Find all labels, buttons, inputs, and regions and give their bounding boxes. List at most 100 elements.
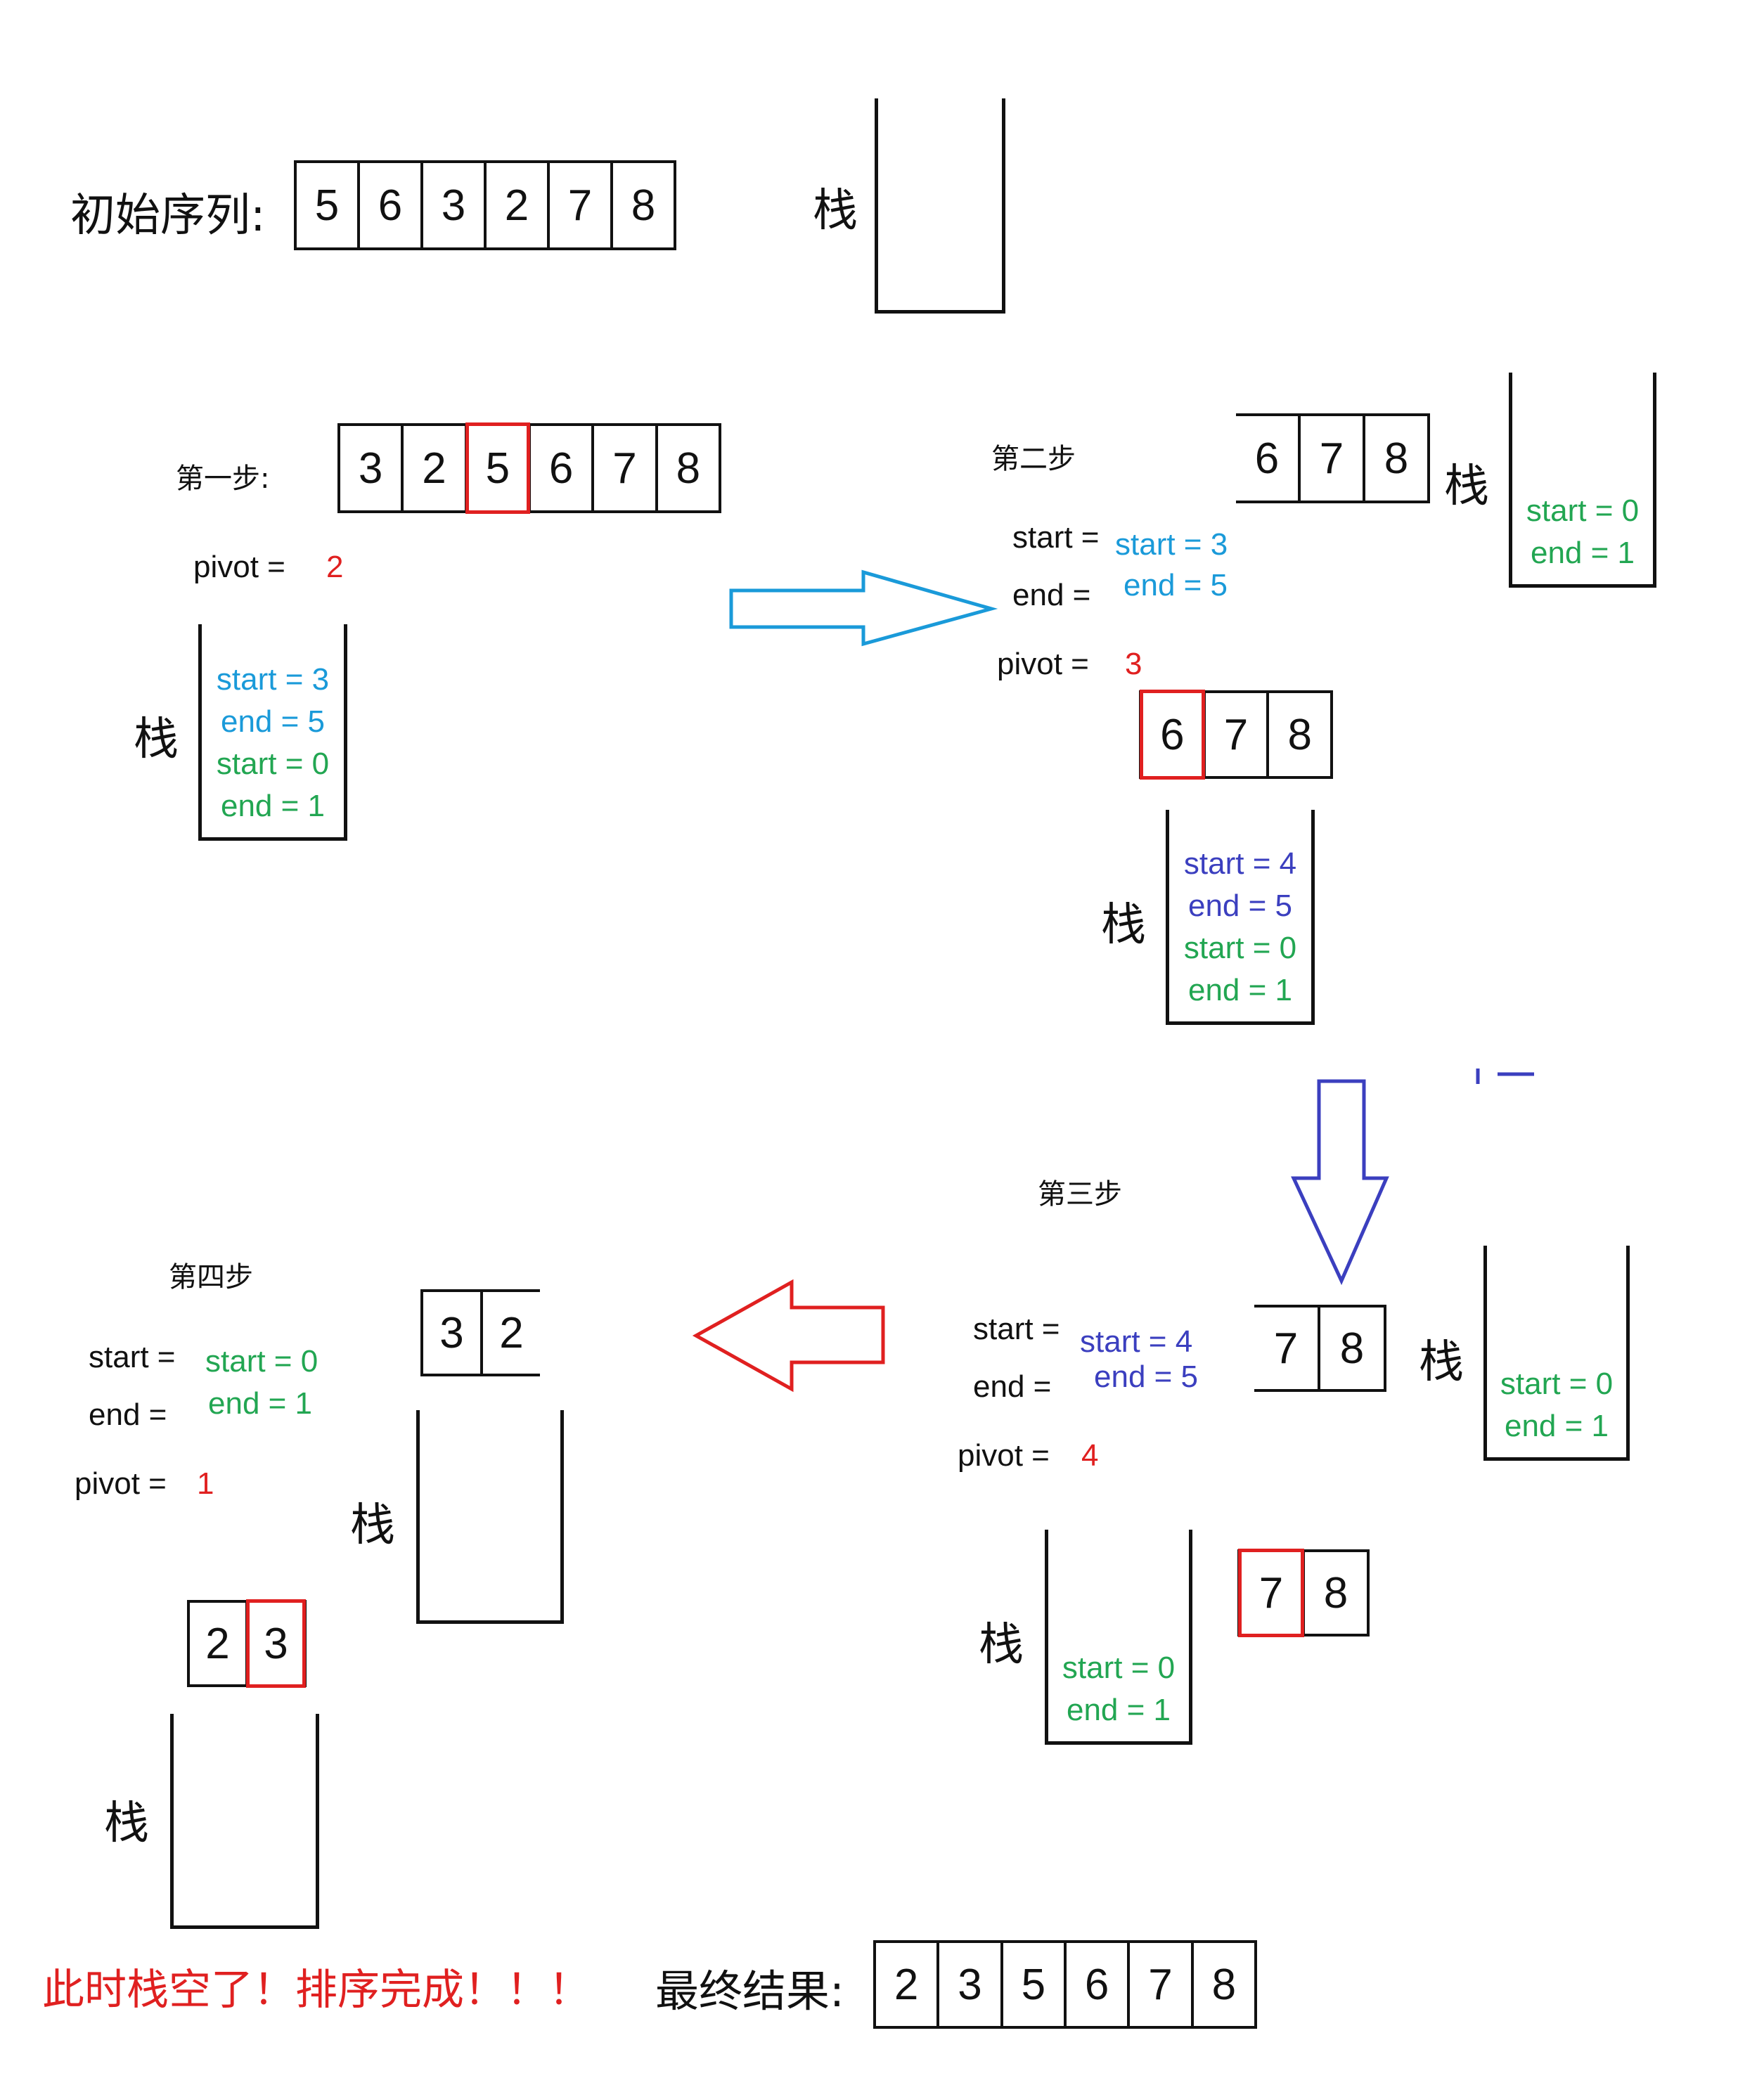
stack-entry: start = 0 [1500,1367,1614,1401]
step2-start-label: start = [1012,520,1100,555]
step2-top-stack: start = 0 end = 1 [1509,373,1656,588]
step3-top-stack: start = 0 end = 1 [1483,1246,1630,1461]
stack-entry: end = 1 [1504,1409,1609,1443]
initial-stack [875,98,1005,314]
array-cell: 8 [1287,710,1312,759]
step1-stack-label: 栈 [134,714,179,766]
done-message: 此时栈空了！排序完成！！！ [42,1965,591,2015]
arrow-left-icon [692,1279,885,1393]
array-cell: 8 [1323,1568,1348,1618]
array-cell: 8 [1211,1960,1237,2009]
step3-end-label: end = [973,1369,1052,1404]
array-cell: 3 [423,1292,483,1374]
step2-pivot-label: pivot = [997,647,1089,681]
stack-entry: start = 0 [1183,931,1297,965]
step3-top-stack-label: 栈 [1419,1336,1464,1388]
step3-start-value: start = 4 [1080,1324,1193,1359]
initial-stack-label: 栈 [813,185,858,237]
step3-title: 第三步 [1038,1178,1122,1211]
step1-title: 第一步: [176,463,270,495]
step2-end-label: end = [1012,578,1091,612]
array-cell: 2 [487,163,550,247]
step4-top-stack [416,1410,564,1624]
array-cell: 5 [1003,1943,1067,2026]
step4-end-label: end = [89,1397,167,1432]
array-cell: 8 [1339,1324,1365,1373]
stack-entry: end = 5 [1187,889,1293,923]
array-cell: 2 [876,1943,940,2026]
step3-stack-label: 栈 [979,1619,1024,1671]
stack-entry: end = 5 [220,704,326,739]
step2-stack-label: 栈 [1101,899,1146,951]
step2-pivot-value: 3 [1125,647,1142,681]
stray-mark-icon [1476,1069,1534,1084]
step1-pivot-value: 2 [326,550,344,584]
array-cell: 2 [190,1603,248,1684]
array-cell: 2 [404,426,468,510]
array-cell: 8 [676,444,701,493]
pivot-cell: 7 [1238,1549,1305,1637]
step3-start-label: start = [973,1312,1060,1346]
stack-entry: end = 1 [1066,1693,1171,1727]
step4-title: 第四步 [169,1261,253,1293]
array-cell: 6 [1236,416,1301,501]
stack-entry: end = 1 [1530,536,1635,570]
step2-start-value: start = 3 [1115,527,1228,562]
array-cell: 2 [499,1308,524,1357]
array-cell: 7 [550,163,613,247]
array-cell: 7 [594,426,658,510]
array-cell: 7 [1301,416,1365,501]
array-cell: 7 [1254,1308,1320,1389]
step2-top-stack-label: 栈 [1444,460,1489,512]
stack-entry: end = 1 [1187,973,1293,1007]
array-cell: 8 [1384,434,1409,483]
stack-entry: start = 0 [216,747,330,781]
step4-top-stack-label: 栈 [350,1499,395,1551]
step3-stack: start = 0 end = 1 [1045,1530,1192,1745]
step2-end-value: end = 5 [1124,568,1228,602]
array-cell: 3 [939,1943,1003,2026]
array-cell: 7 [1130,1943,1194,2026]
step4-stack [170,1714,319,1929]
stack-entry: start = 3 [216,662,330,697]
arrow-right-icon [729,569,998,647]
step4-start-label: start = [89,1340,176,1374]
stack-entry: start = 0 [1062,1651,1176,1685]
initial-label: 初始序列: [70,190,266,242]
step4-pivot-label: pivot = [75,1466,167,1501]
step2-title: 第二步 [991,443,1076,475]
step4-pivot-value: 1 [197,1466,214,1501]
array-cell: 3 [423,163,487,247]
step4-start-value: start = 0 [205,1344,318,1379]
stack-entry: start = 0 [1526,493,1640,528]
array-cell: 3 [340,426,404,510]
array-cell: 7 [1206,693,1270,776]
step1-stack: start = 3 end = 5 start = 0 end = 1 [198,624,347,841]
step3-pivot-label: pivot = [958,1438,1050,1473]
arrow-down-icon [1291,1079,1389,1286]
array-cell: 5 [297,163,360,247]
step4-stack-label: 栈 [104,1797,149,1850]
pivot-cell: 5 [465,422,531,514]
array-cell: 6 [1067,1943,1131,2026]
array-cell: 8 [631,181,656,230]
stack-entry: end = 1 [220,789,326,823]
step1-pivot-label: pivot = [193,550,285,584]
step3-pivot-value: 4 [1081,1438,1099,1473]
pivot-cell: 6 [1140,690,1206,780]
array-cell: 6 [360,163,423,247]
step3-end-value: end = 5 [1094,1360,1199,1394]
array-cell: 6 [531,426,595,510]
step4-end-value: end = 1 [208,1386,313,1421]
